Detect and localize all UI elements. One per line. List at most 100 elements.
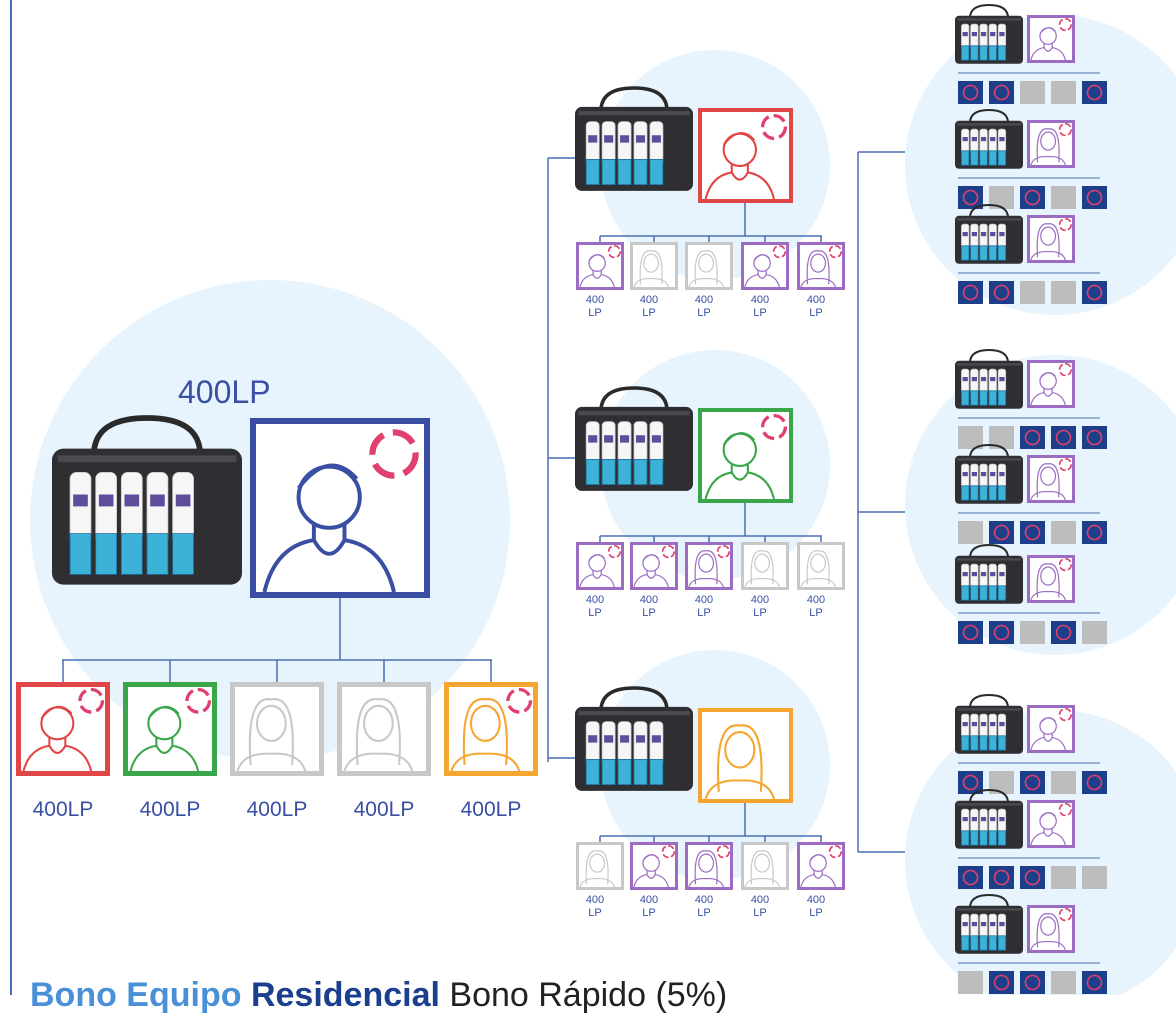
refresh-ring-icon [661,544,676,559]
bag-handle [90,415,204,456]
box-icon [585,158,600,185]
refresh-ring-icon [993,869,1010,886]
refresh-ring-icon [993,84,1010,101]
refresh-ring-icon [1058,362,1073,377]
box-icon [633,458,648,485]
box-icon [961,245,970,261]
active-member-square [1020,971,1045,994]
active-member-square [1082,186,1107,209]
refresh-ring-icon [828,844,843,859]
refresh-ring-icon [1058,457,1073,472]
box-icon [601,458,616,485]
empty-member-square [958,426,983,449]
bag-handle [968,108,1010,124]
male-person-icon [633,854,669,888]
box-icon [988,830,997,846]
refresh-ring-icon [1055,624,1072,641]
refresh-ring-icon [1024,524,1041,541]
female-person-icon [688,550,724,588]
level3-product-bag [955,108,1023,169]
box-icon [617,158,632,185]
level3-avatar [1027,555,1075,603]
root-avatar [250,418,430,598]
box-icon [979,735,988,751]
female-person-icon [744,550,780,588]
box-icon [961,935,970,951]
bag-handle [599,86,669,112]
level2-child-avatar [630,242,678,290]
box-icon [970,585,979,601]
box-icon [961,45,970,61]
refresh-ring-icon [1086,284,1103,301]
avatar-frame [250,418,430,598]
empty-member-square [989,186,1014,209]
level2-child-avatar [741,242,789,290]
bag-handle [968,543,1010,559]
caption-part-1: Bono Equipo [30,976,242,1014]
refresh-ring-icon [1024,974,1041,991]
male-person-icon [129,705,200,772]
empty-member-square [1020,81,1045,104]
level2-child-lp-value: 400 [807,894,825,906]
bottle-icon [146,471,169,545]
level2-child-avatar [797,542,845,590]
root-child-lp-label: 400LP [247,798,308,821]
level3-product-bag [955,3,1023,64]
avatar-frame [685,842,733,890]
root-child-avatar [337,682,431,776]
level2-child-lp-value: 400 [695,294,713,306]
avatar-frame [698,408,793,503]
refresh-ring-icon [1086,429,1103,446]
level2-child-lp-unit: LP [697,607,710,619]
refresh-ring-icon [1058,707,1073,722]
level2-child-lp-unit: LP [642,607,655,619]
empty-member-square [989,426,1014,449]
bonus-caption: Bono Equipo Residencial Bono Rápido (5%) [30,976,727,1015]
refresh-ring-icon [1086,189,1103,206]
level2-child-lp-unit: LP [809,307,822,319]
level3-avatar [1027,905,1075,953]
refresh-ring-icon [1086,84,1103,101]
active-member-square [1051,621,1076,644]
box-icon [649,158,664,185]
bag-handle [968,3,1010,19]
level2-child-lp-unit: LP [642,907,655,919]
male-person-icon [579,554,615,588]
box-icon [649,458,664,485]
caption-part-2: Residencial [250,976,440,1014]
level2-avatar [698,708,793,803]
box-icon [601,158,616,185]
box-icon [172,533,194,575]
empty-member-square [1082,866,1107,889]
refresh-ring-icon [772,245,787,259]
connector-lines [62,72,1100,964]
refresh-ring-icon [993,974,1010,991]
box-icon [979,390,988,406]
refresh-ring-icon [78,687,105,714]
box-icon [970,735,979,751]
refresh-ring-icon [661,844,676,859]
root-child-avatar [123,682,217,776]
active-member-square [958,81,983,104]
level2-product-bag [575,686,693,791]
box-icon [979,830,988,846]
root-child-avatar [230,682,324,776]
level2-child-avatar [576,842,624,890]
refresh-ring-icon [716,844,731,859]
refresh-ring-icon [962,624,979,641]
avatar-frame [576,542,624,590]
level2-child-lp-unit: LP [588,907,601,919]
box-icon [997,45,1007,61]
refresh-ring-icon [962,774,979,791]
box-icon [633,158,648,185]
level2-child-lp-unit: LP [753,607,766,619]
active-member-square [1082,426,1107,449]
refresh-ring-icon [1058,907,1073,922]
box-icon [979,935,988,951]
refresh-ring-icon [1058,18,1073,32]
bottle-icon [172,471,194,545]
box-icon [617,458,632,485]
empty-member-square [989,771,1014,794]
refresh-ring-icon [506,687,533,714]
bag-handle [968,348,1010,364]
